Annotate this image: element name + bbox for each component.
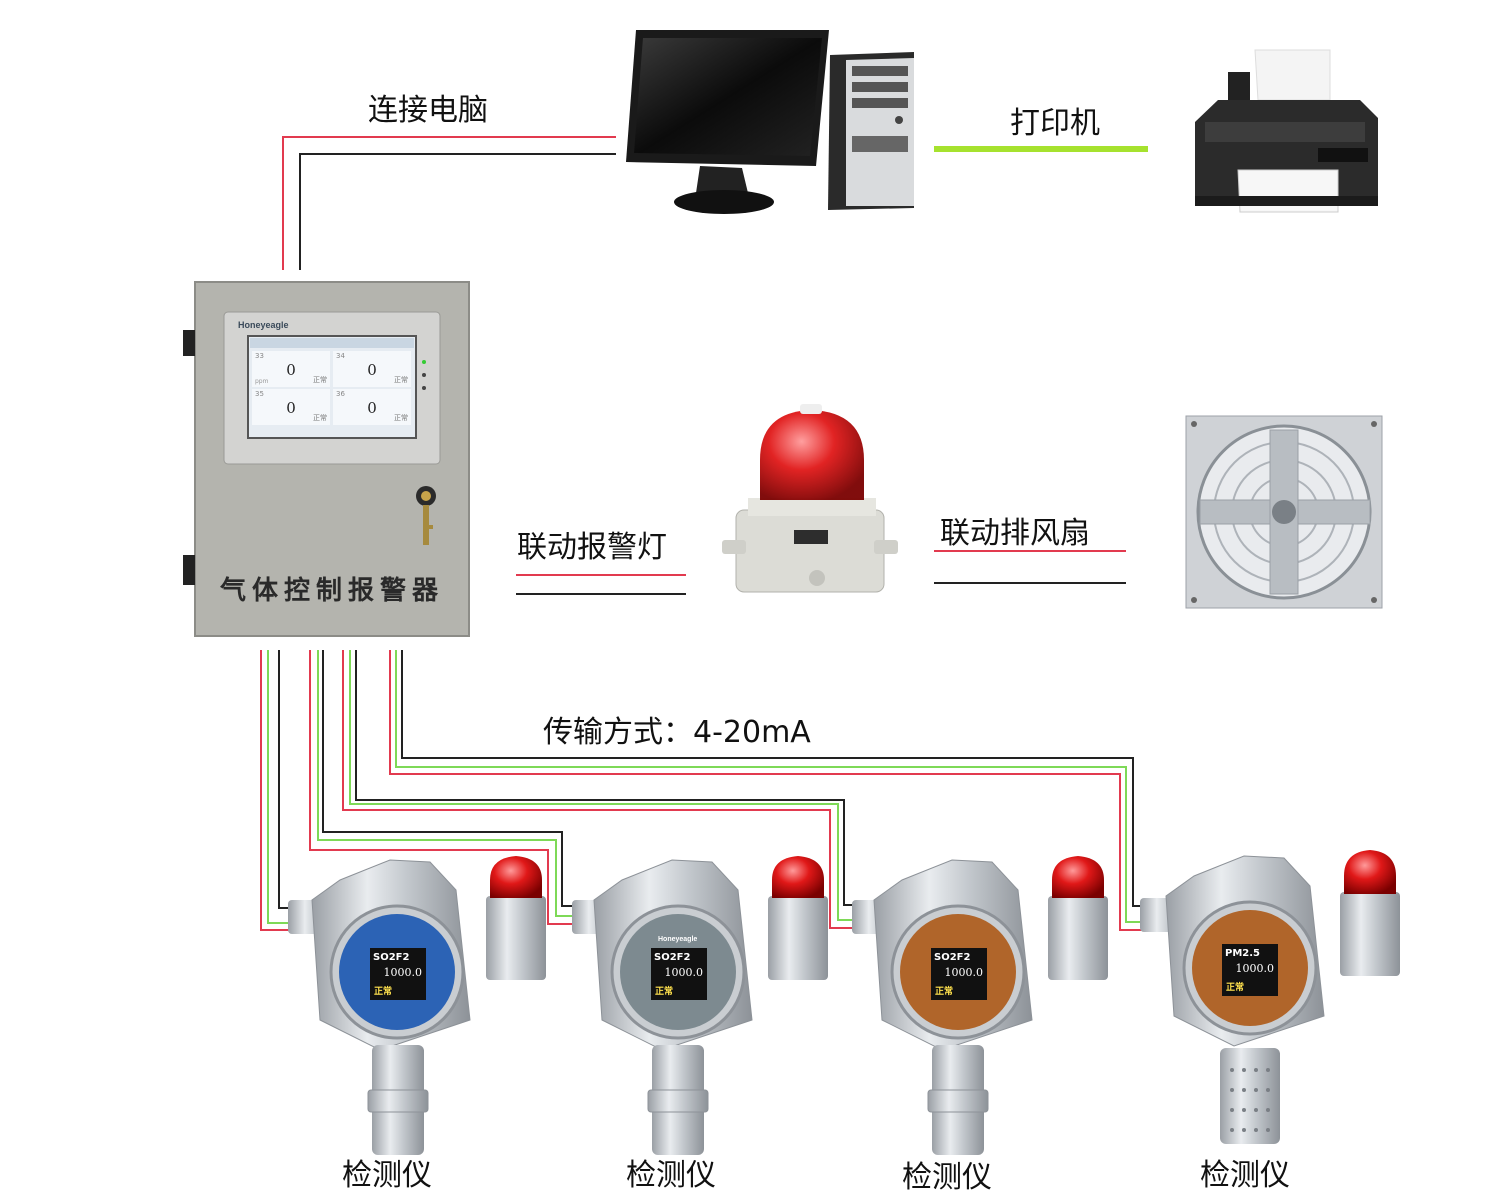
pc-label: 连接电脑: [368, 93, 488, 128]
controller-title: 气体控制报警器: [219, 576, 444, 606]
detector-4: [1140, 850, 1400, 1144]
hmi-channel: 33 0 ppm 正常: [252, 351, 330, 387]
printer-label: 打印机: [1010, 106, 1100, 141]
controller-cabinet: [183, 281, 470, 637]
hmi-channel: 34 0 正常: [333, 351, 411, 387]
transmission-label: 传输方式：4-20mA: [543, 715, 811, 750]
alarm-light-link: [516, 574, 686, 595]
detector-display: SO2F2 1000.0 正常: [651, 948, 707, 1000]
alarm-light-label: 联动报警灯: [517, 530, 667, 565]
exhaust-fan-icon: [1185, 415, 1383, 609]
computer: [626, 30, 914, 214]
pc-tower-icon: [828, 52, 914, 210]
hmi-channel: 36 0 正常: [333, 389, 411, 425]
detector-display: PM2.5 1000.0 正常: [1222, 944, 1278, 996]
detector-label: 检测仪: [342, 1158, 432, 1193]
detector-label: 检测仪: [626, 1158, 716, 1193]
key-lock-icon: [416, 486, 436, 545]
controller-brand: Honeyeagle: [238, 320, 289, 330]
detector-label: 检测仪: [902, 1160, 992, 1195]
fan-label: 联动排风扇: [940, 516, 1090, 551]
alarm-beacon-icon: [722, 404, 898, 593]
detector-display: SO2F2 1000.0 正常: [931, 948, 987, 1000]
hmi-channel: 35 0 正常: [252, 389, 330, 425]
detector-brand: Honeyeagle: [658, 936, 698, 943]
monitor-icon: [626, 30, 829, 214]
printer-icon: [1195, 49, 1378, 213]
detector-1: [288, 856, 546, 1155]
detector-display: SO2F2 1000.0 正常: [370, 948, 426, 1000]
pc-wires: [282, 136, 616, 270]
hmi-screen: [223, 311, 441, 465]
fan-link: [934, 550, 1126, 584]
detector-3: [852, 856, 1108, 1155]
detector-wires: [260, 650, 1142, 931]
detector-label: 检测仪: [1200, 1158, 1290, 1193]
detector-2: [572, 856, 828, 1155]
